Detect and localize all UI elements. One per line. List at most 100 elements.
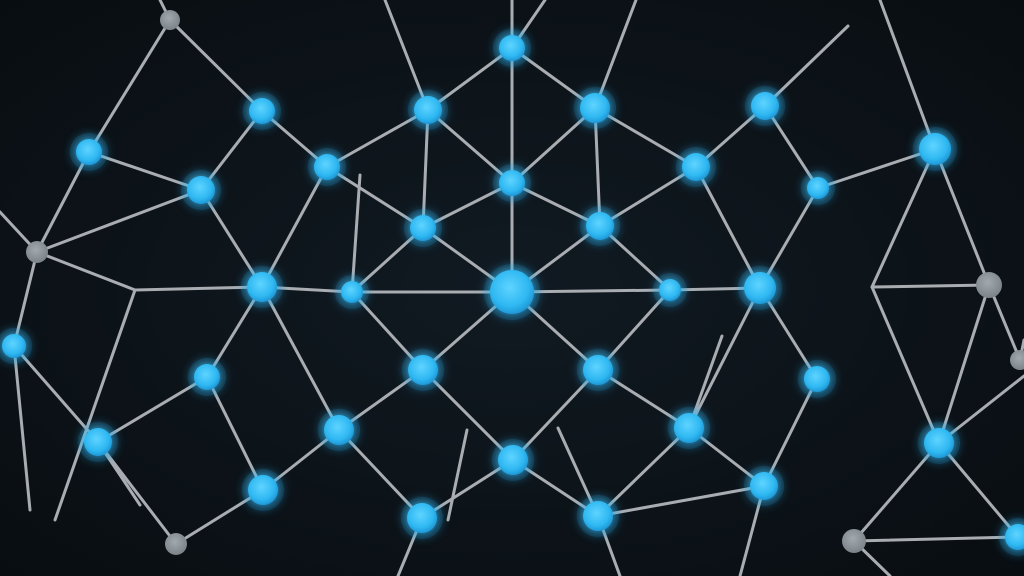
network-edge [687,286,762,430]
network-node-active [668,407,710,449]
node-circle-blue [499,170,525,196]
network-node-active [653,273,687,307]
network-node-active [913,127,957,171]
node-circle-blue [750,472,778,500]
network-nodes [0,10,1024,556]
node-circle-blue [580,93,610,123]
node-circle-blue [414,96,442,124]
node-circle-blue [751,92,779,120]
node-circle-grey [26,241,48,263]
node-circle-blue [807,177,829,199]
node-circle-grey [842,529,866,553]
node-circle-blue [76,139,102,165]
network-node-inactive [26,241,48,263]
node-circle-blue [586,212,614,240]
network-edge [260,165,329,289]
network-node-active [745,86,785,126]
network-edge [596,484,766,518]
network-node-active [401,497,443,539]
network-node-active [0,328,32,364]
network-node-active [241,266,283,308]
network-edge [937,283,991,445]
network-node-active [308,148,346,186]
node-circle-grey [160,10,180,30]
node-circle-blue [674,413,704,443]
network-node-active [70,133,108,171]
network-node-active [738,266,782,310]
network-node-inactive [1010,350,1024,370]
network-edge [596,426,691,518]
network-edge [987,283,1022,362]
network-node-active [78,422,118,462]
network-node-inactive [165,533,187,555]
node-circle-blue [247,272,277,302]
node-circle-blue [804,366,830,392]
network-node-active [918,422,960,464]
network-edge [12,344,100,444]
network-edge-stub [870,283,991,289]
node-circle-grey [1010,350,1024,370]
network-edge [933,147,991,287]
node-circle-blue [84,428,112,456]
network-node-active [999,518,1024,556]
network-node-active [243,92,281,130]
network-edge [421,368,515,462]
network-edge [205,375,265,492]
network-edge-stub [12,344,32,512]
network-node-active [404,209,442,247]
node-circle-blue [2,334,26,358]
node-circle-blue [682,153,710,181]
network-node-inactive [842,529,866,553]
node-circle-blue [499,35,525,61]
network-node-active [492,439,534,481]
node-circle-blue [498,445,528,475]
network-edge [35,188,203,254]
network-node-active [798,360,836,398]
network-node-active [577,349,619,391]
network-edge-stub [446,428,469,522]
node-circle-blue [407,503,437,533]
network-edge [168,18,264,113]
network-node-active [744,466,784,506]
node-circle-blue [408,355,438,385]
node-circle-blue [249,98,275,124]
network-node-active [335,275,369,309]
network-node-active [574,87,616,129]
network-edge-stub [53,288,137,522]
network-edge-stub [870,147,937,289]
network-edge [694,165,762,290]
network-edge [96,375,209,444]
network-node-active [676,147,716,187]
network-node-active [801,171,835,205]
node-circle-blue [659,279,681,301]
network-edge-stub [870,285,941,445]
network-edge [852,535,1020,543]
node-circle-blue [583,501,613,531]
network-node-active [493,164,531,202]
network-node-inactive [160,10,180,30]
network-node-active [242,469,284,511]
network-node-active [493,29,531,67]
node-circle-blue [924,428,954,458]
node-circle-blue [248,475,278,505]
node-circle-blue [194,364,220,390]
network-node-active [484,264,540,320]
network-edge-stub [878,0,937,151]
node-circle-blue [583,355,613,385]
network-edge [852,441,941,543]
network-node-inactive [976,272,1002,298]
network-node-active [402,349,444,391]
network-edge-stub [35,250,137,292]
network-edge-stub [350,173,362,294]
network-node-active [318,409,360,451]
node-circle-blue [1005,524,1024,550]
node-circle-blue [314,154,340,180]
node-circle-blue [410,215,436,241]
node-circle-blue [187,176,215,204]
node-circle-grey [976,272,1002,298]
node-circle-blue [324,415,354,445]
node-circle-blue [744,272,776,304]
node-circle-blue [919,133,951,165]
